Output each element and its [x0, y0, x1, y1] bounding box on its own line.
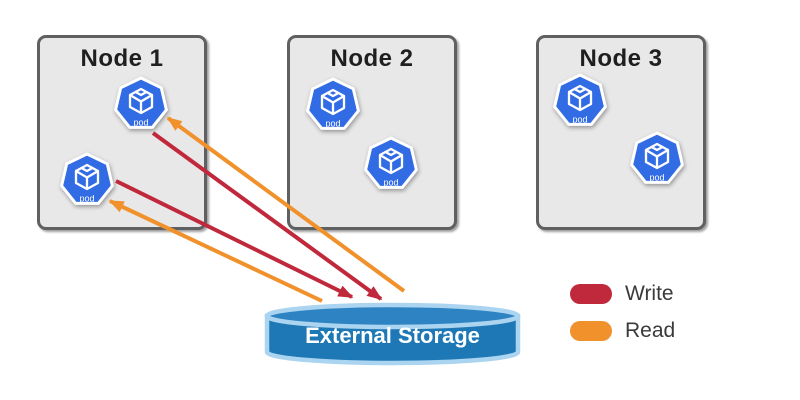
kubernetes-pod-icon: pod	[553, 73, 607, 126]
kubernetes-pod-icon: pod	[630, 131, 684, 184]
pod-label: pod	[383, 178, 398, 188]
external-storage-cylinder: External Storage	[264, 302, 521, 366]
node-2-title: Node 2	[330, 45, 414, 72]
cube-icon	[567, 84, 593, 112]
node-1-title: Node 1	[80, 45, 164, 72]
pod-label: pod	[79, 194, 94, 204]
kubernetes-pod-icon: pod	[114, 76, 168, 129]
read-color-swatch	[570, 321, 612, 341]
cube-icon	[74, 163, 100, 191]
pod-label: pod	[649, 173, 664, 183]
legend-row-read: Read	[570, 319, 676, 342]
cube-icon	[320, 88, 346, 116]
legend: Write Read	[570, 282, 676, 358]
cube-icon	[128, 87, 154, 115]
node-1-pod-2: pod	[58, 151, 116, 209]
kubernetes-pod-icon: pod	[60, 152, 114, 205]
cylinder-top	[264, 302, 521, 330]
pod-label: pod	[325, 119, 340, 129]
pod-label: pod	[572, 115, 587, 125]
node-3-pod-2: pod	[628, 130, 686, 188]
kubernetes-pod-icon: pod	[364, 136, 418, 189]
pod-label: pod	[133, 118, 148, 128]
legend-row-write: Write	[570, 282, 675, 305]
cube-icon	[644, 142, 670, 170]
node-1-pod-1: pod	[112, 75, 170, 133]
storage-label: External Storage	[305, 323, 480, 348]
kubernetes-pod-icon: pod	[306, 77, 360, 130]
node-2-pod-2: pod	[362, 135, 420, 193]
legend-label-read: Read	[625, 319, 676, 342]
legend-label-write: Write	[625, 282, 674, 305]
node-3-title: Node 3	[579, 45, 663, 72]
node-3: Node 3	[536, 35, 706, 230]
write-color-swatch	[570, 284, 612, 304]
node-2-pod-1: pod	[304, 76, 362, 134]
node-3-pod-1: pod	[551, 72, 609, 130]
